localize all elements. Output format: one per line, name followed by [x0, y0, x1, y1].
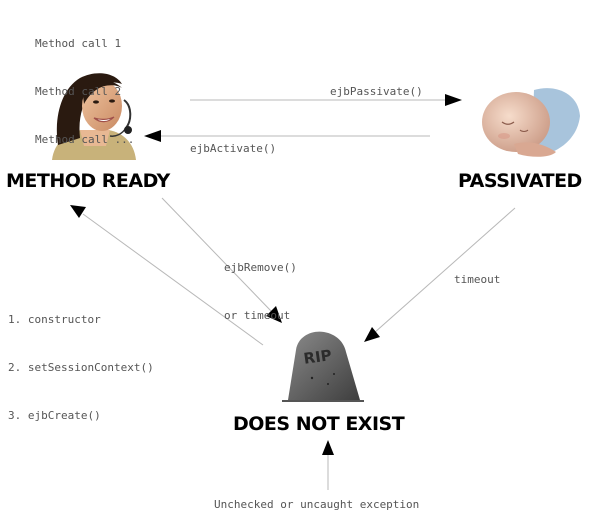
arrow-passivate — [190, 94, 462, 106]
arrow-create — [70, 205, 264, 346]
state-passivated: PASSIVATED — [458, 170, 582, 192]
method-call-item: Method call ... — [35, 133, 135, 146]
tombstone-image: RIP — [282, 331, 364, 402]
label-ejb-remove-line: ejbRemove() — [224, 261, 297, 274]
sleeping-baby-image — [482, 88, 580, 157]
method-call-item: Method call 2 — [35, 85, 122, 98]
arrow-timeout — [364, 207, 516, 342]
creation-step: 1. constructor — [8, 313, 101, 326]
arrow-exception — [322, 440, 334, 490]
arrow-activate — [144, 130, 430, 142]
label-ejb-remove: ejbRemove() or timeout — [224, 228, 297, 340]
arrow-remove — [161, 197, 282, 323]
label-ejb-passivate: ejbPassivate() — [330, 85, 423, 98]
label-exception: Unchecked or uncaught exception — [214, 498, 420, 511]
state-does-not-exist: DOES NOT EXIST — [233, 413, 405, 435]
tombstone-text: RIP — [302, 346, 332, 368]
creation-steps-list: 1. constructor 2. setSessionContext() 3.… — [8, 280, 154, 440]
creation-step: 3. ejbCreate() — [8, 409, 101, 422]
creation-step: 2. setSessionContext() — [8, 361, 154, 374]
label-timeout: timeout — [454, 273, 501, 286]
method-calls-list: Method call 1 Method call 2 Method call … — [35, 4, 134, 164]
state-method-ready: METHOD READY — [6, 170, 170, 192]
label-ejb-remove-line: or timeout — [224, 309, 291, 322]
method-call-item: Method call 1 — [35, 37, 122, 50]
person-with-headset-image — [52, 73, 136, 160]
label-ejb-activate: ejbActivate() — [190, 142, 277, 155]
